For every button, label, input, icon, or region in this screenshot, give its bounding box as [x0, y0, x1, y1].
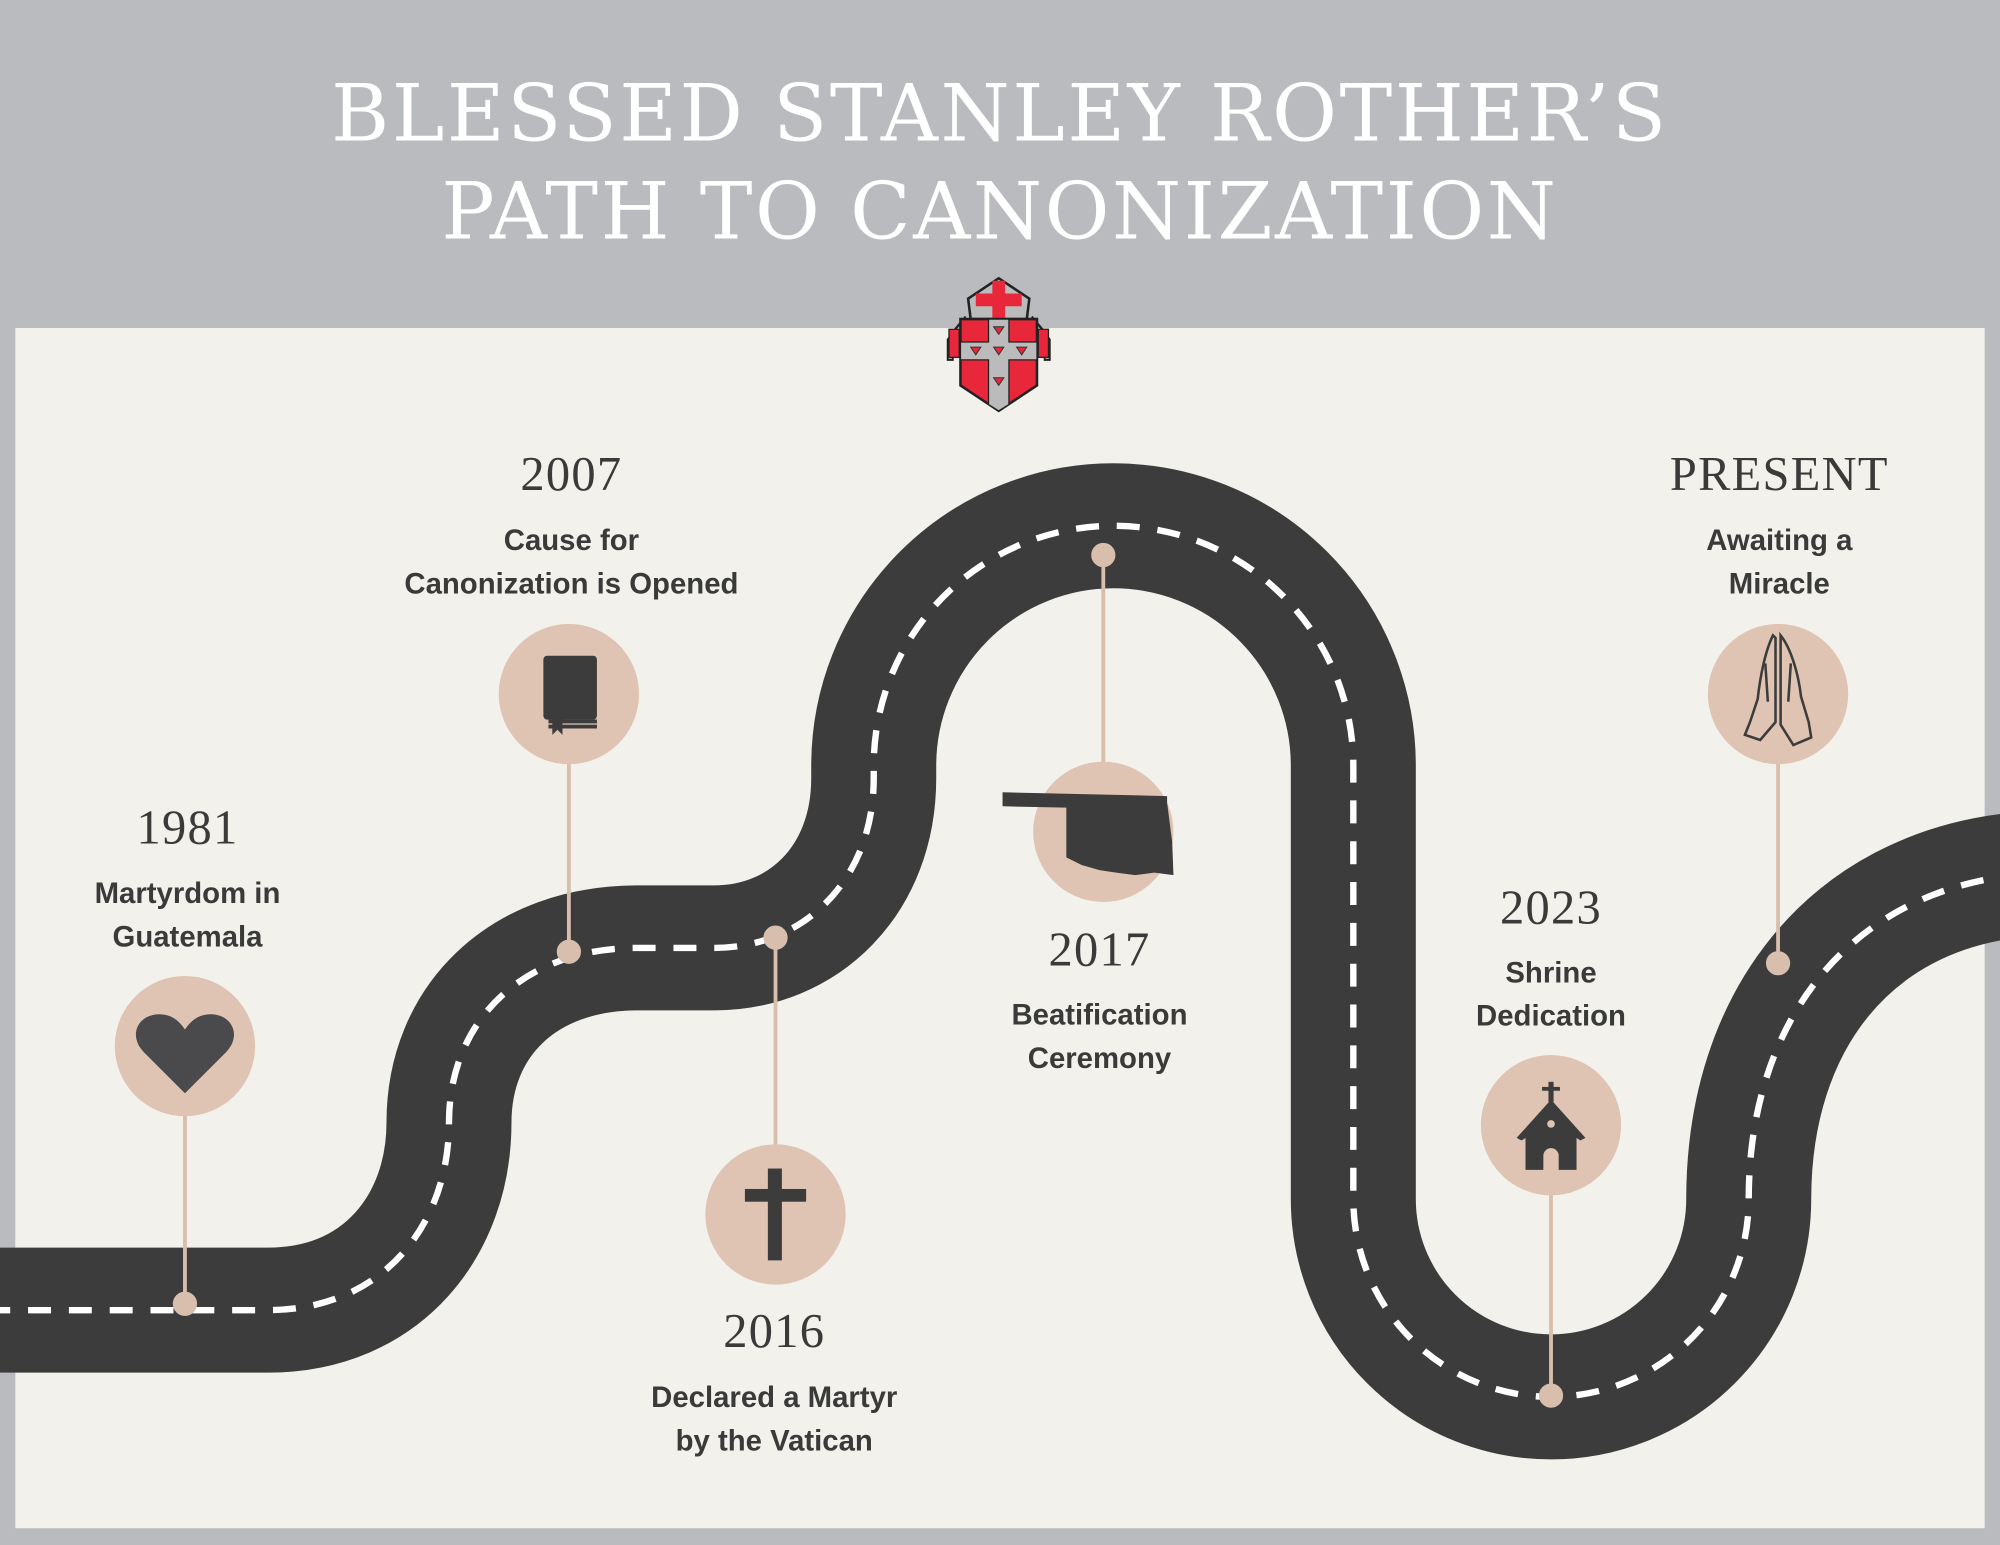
event-description-line1: Declared a Martyr	[651, 1381, 897, 1414]
event-2007: 2007 Cause for Canonization is Opened	[404, 448, 738, 765]
book-icon	[543, 655, 597, 735]
oklahoma-state-icon	[1002, 792, 1174, 876]
connectors	[172, 542, 1791, 1408]
event-present: PRESENT Awaiting a Miracle	[1670, 448, 1889, 765]
event-description-line2: Canonization is Opened	[404, 567, 738, 600]
event-year: 1981	[136, 801, 238, 854]
event-year: 2017	[1048, 924, 1150, 977]
praying-hands-icon	[1743, 631, 1813, 747]
event-2023: 2023 Shrine Dedication	[1476, 882, 1626, 1196]
event-description-line1: Martyrdom in	[95, 877, 281, 910]
heart-icon	[135, 1014, 234, 1094]
event-description-line1: Awaiting a	[1706, 524, 1853, 557]
event-2017: 2017 Beatification Ceremony	[1002, 761, 1187, 1075]
event-year: PRESENT	[1670, 448, 1889, 501]
cross-icon	[744, 1168, 807, 1261]
event-year: 2023	[1500, 882, 1602, 935]
event-description-line1: Shrine	[1505, 956, 1596, 989]
road	[0, 463, 2000, 1460]
event-description-line2: Miracle	[1729, 567, 1830, 600]
event-description-line2: Dedication	[1476, 1000, 1626, 1033]
title-line-1: BLESSED STANLEY ROTHER’S	[331, 67, 1669, 159]
event-description-line2: Guatemala	[113, 921, 264, 954]
church-icon	[1516, 1081, 1586, 1170]
event-1981: 1981 Martyrdom in Guatemala	[95, 801, 281, 1117]
event-year: 2016	[723, 1305, 825, 1358]
event-2016: 2016 Declared a Martyr by the Vatican	[651, 1144, 897, 1457]
crest-icon	[946, 276, 1051, 413]
event-year: 2007	[520, 448, 622, 501]
event-description-line1: Beatification	[1011, 998, 1187, 1031]
event-description-line1: Cause for	[504, 524, 639, 557]
title-line-2: PATH TO CANONIZATION	[441, 166, 1558, 258]
event-description-line2: Ceremony	[1028, 1042, 1172, 1075]
road-center-line	[0, 522, 2000, 1401]
event-description-line2: by the Vatican	[676, 1424, 873, 1457]
